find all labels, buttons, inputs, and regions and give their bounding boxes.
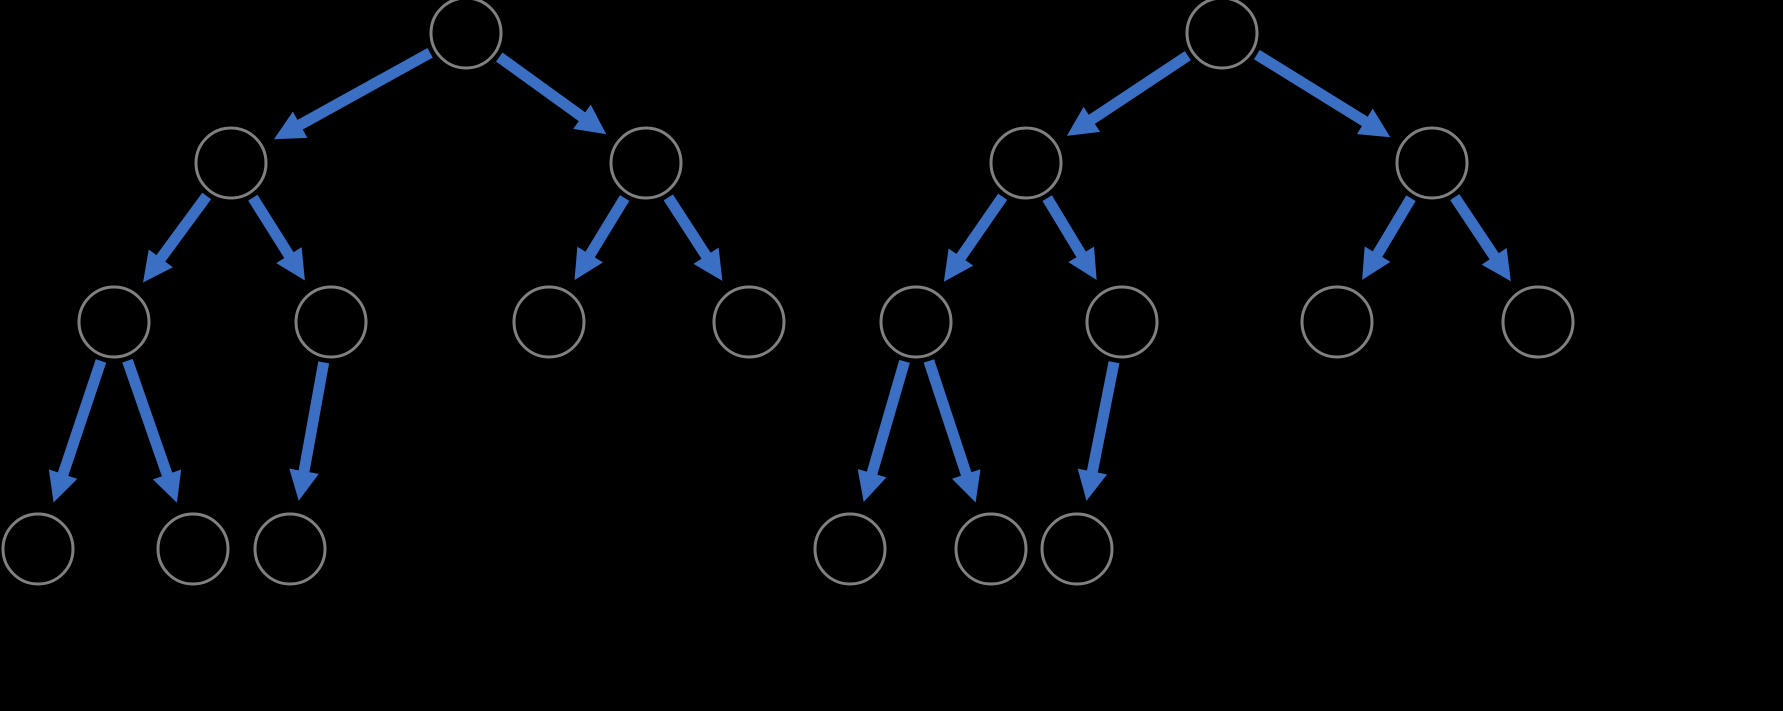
arrowhead-icon [574, 246, 603, 281]
arrowhead-icon [1362, 246, 1391, 280]
tree-node[interactable] [1085, 285, 1159, 359]
arrowhead-icon [48, 469, 78, 503]
edge-line [293, 48, 433, 132]
node-circle[interactable] [813, 512, 887, 586]
tree-node[interactable] [429, 0, 503, 70]
tree-edge [574, 195, 630, 281]
tree-edge [1450, 194, 1511, 282]
tree-edge [122, 358, 182, 503]
edge-line [1085, 51, 1191, 127]
arrowhead-icon [1066, 106, 1101, 136]
edge-line [1042, 195, 1088, 261]
nodes-layer [1, 0, 1575, 586]
node-circle[interactable] [609, 126, 683, 200]
tree-node[interactable] [1501, 285, 1575, 359]
tree-node[interactable] [1300, 285, 1374, 359]
tree-edge [289, 361, 330, 501]
node-circle[interactable] [253, 512, 327, 586]
arrowhead-icon [273, 111, 308, 140]
tree-node[interactable] [156, 512, 230, 586]
edge-line [583, 195, 630, 261]
edge-line [954, 193, 1008, 264]
tree-node[interactable] [1185, 0, 1259, 70]
tree-node[interactable] [813, 512, 887, 586]
node-circle[interactable] [77, 285, 151, 359]
edges-layer [48, 48, 1511, 503]
edge-line [923, 359, 973, 480]
edge-line [122, 358, 174, 480]
tree-edge [857, 359, 910, 502]
edge-line [663, 194, 713, 263]
tree-node[interactable] [77, 285, 151, 359]
node-circle[interactable] [1501, 285, 1575, 359]
node-circle[interactable] [1395, 126, 1469, 200]
edge-line [1450, 194, 1501, 263]
node-circle[interactable] [712, 285, 786, 359]
edge-line [496, 52, 589, 124]
tree-edge [1253, 49, 1391, 138]
arrowhead-icon [1481, 247, 1511, 282]
edge-line [1253, 49, 1372, 129]
arrowhead-icon [1077, 468, 1108, 501]
edge-line [297, 361, 330, 477]
arrowhead-icon [943, 248, 974, 282]
arrowhead-icon [951, 469, 981, 503]
node-circle[interactable] [1185, 0, 1259, 70]
tree-node[interactable] [253, 512, 327, 586]
edge-line [56, 359, 107, 480]
tree-edge [663, 194, 723, 281]
tree-node[interactable] [879, 285, 953, 359]
tree-edge [48, 359, 107, 503]
tree-edge [1066, 51, 1191, 136]
tree-edge [273, 48, 433, 140]
node-circle[interactable] [1300, 285, 1374, 359]
node-circle[interactable] [1085, 285, 1159, 359]
node-circle[interactable] [1040, 512, 1114, 586]
node-circle[interactable] [429, 0, 503, 70]
node-circle[interactable] [512, 285, 586, 359]
node-circle[interactable] [194, 126, 268, 200]
tree-node[interactable] [954, 512, 1028, 586]
arrowhead-icon [143, 249, 173, 283]
arrowhead-icon [1068, 246, 1097, 281]
edge-line [1086, 361, 1120, 477]
tree-edge [943, 193, 1008, 282]
tree-node[interactable] [1395, 126, 1469, 200]
tree-edge [1077, 361, 1120, 501]
node-circle[interactable] [294, 285, 368, 359]
tree-edge [248, 194, 305, 281]
arrowhead-icon [857, 468, 887, 502]
edge-line [248, 194, 296, 262]
tree-edge [496, 52, 607, 135]
node-circle[interactable] [954, 512, 1028, 586]
tree-node[interactable] [512, 285, 586, 359]
tree-node[interactable] [194, 126, 268, 200]
tree-node[interactable] [1040, 512, 1114, 586]
arrowhead-icon [289, 468, 319, 501]
tree-edge [1362, 195, 1416, 280]
tree-node[interactable] [609, 126, 683, 200]
tree-node[interactable] [1, 512, 75, 586]
node-circle[interactable] [156, 512, 230, 586]
node-circle[interactable] [1, 512, 75, 586]
edge-line [154, 192, 212, 265]
edge-line [1370, 195, 1416, 261]
tree-edge [1042, 195, 1097, 281]
tree-edge [143, 192, 212, 283]
tree-edge [923, 359, 981, 503]
tree-node[interactable] [989, 126, 1063, 200]
node-circle[interactable] [989, 126, 1063, 200]
arrowhead-icon [1356, 108, 1391, 138]
edge-line [865, 359, 910, 479]
arrowhead-icon [152, 469, 182, 503]
arrowhead-icon [276, 247, 305, 281]
arrowhead-icon [573, 104, 607, 135]
tree-node[interactable] [294, 285, 368, 359]
tree-node[interactable] [712, 285, 786, 359]
arrowhead-icon [693, 247, 723, 281]
node-circle[interactable] [879, 285, 953, 359]
